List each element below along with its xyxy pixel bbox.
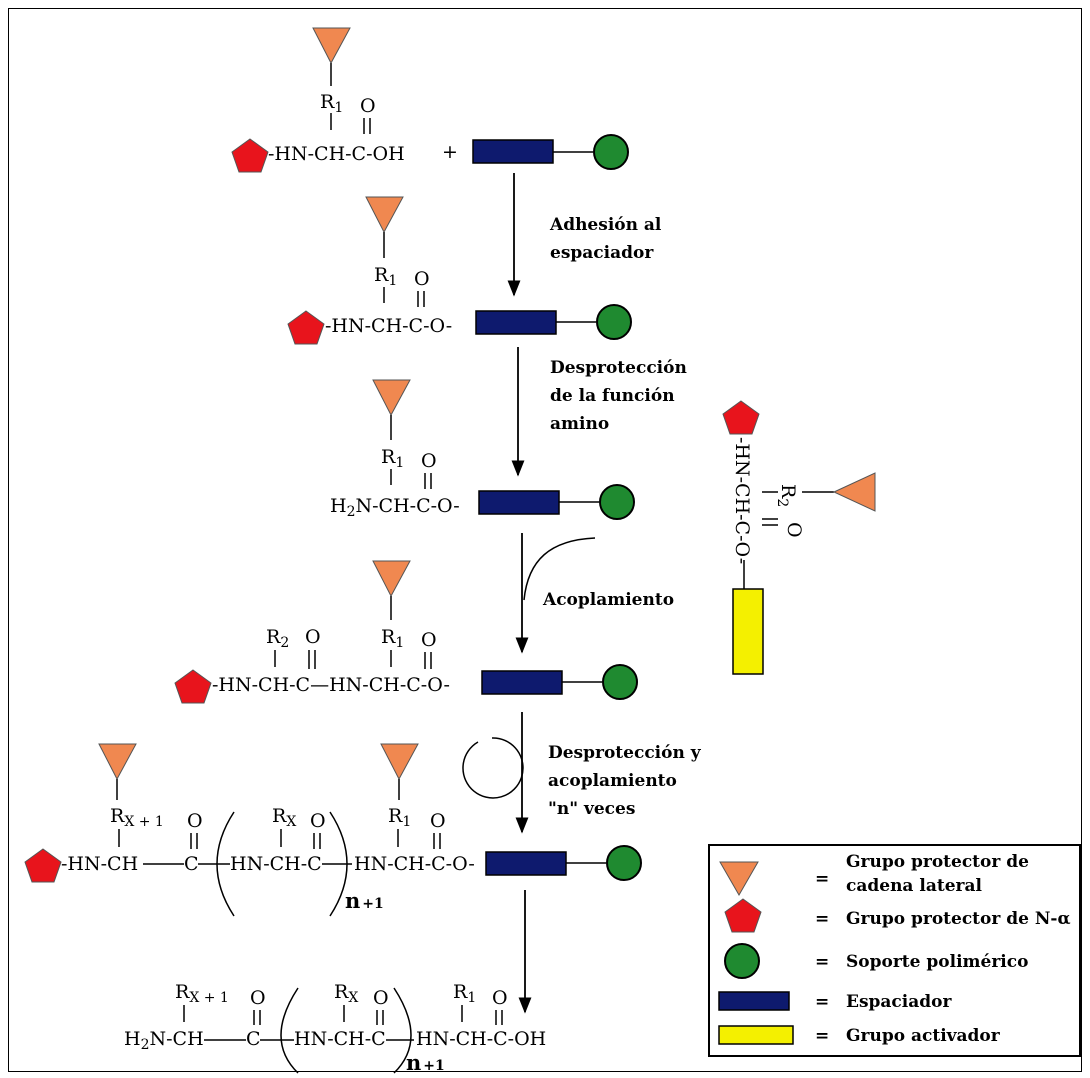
repeat-unit: HN-CH-C xyxy=(230,853,322,875)
incoming-activated-aa-curve xyxy=(523,537,596,601)
free-amine-formula: H2N-CH-C-O- xyxy=(330,495,460,520)
rx-label: RX xyxy=(334,981,358,1006)
activated-chain: -HN-CH-C-O- xyxy=(731,437,753,564)
row-2-anchored: R1 O -HN-CH-C-O- xyxy=(287,196,632,345)
legend: = Grupo protector de cadena lateral = Gr… xyxy=(708,844,1081,1057)
step-deprotect-line-3: amino xyxy=(550,414,609,434)
legend-triangle-icon xyxy=(719,861,759,897)
legend-label-side-chain-1: Grupo protector de xyxy=(846,852,1029,872)
carbonyl-o-label: O xyxy=(421,629,437,651)
row-6-free-peptide: RX + 1 O H2N-CH C RX O HN-CH-C n+1 R1 O … xyxy=(124,981,546,1075)
side-chain-protector-triangle-icon xyxy=(98,743,137,781)
n-alpha-protector-pentagon-icon xyxy=(174,669,212,704)
step-attach-line-2: espaciador xyxy=(550,243,654,263)
rx1-label: RX + 1 xyxy=(110,805,164,830)
c-fragment: C xyxy=(184,853,199,875)
step-deprotect-line-2: de la función xyxy=(550,386,675,406)
r1-label: R1 xyxy=(453,981,476,1006)
polymer-support-circle-icon xyxy=(602,664,638,700)
activated-r2-label: R2 xyxy=(774,484,799,507)
legend-label-spacer: Espaciador xyxy=(846,992,952,1012)
amino-acid-formula: -HN-CH-C-OH xyxy=(268,143,405,165)
carbonyl-o2-label: O xyxy=(305,626,321,648)
legend-label-side-chain-2: cadena lateral xyxy=(846,876,982,896)
legend-label-support: Soporte polimérico xyxy=(846,952,1028,972)
r1-label: R1 xyxy=(381,626,404,651)
c-terminal-fragment: HN-CH-C-O- xyxy=(354,853,475,875)
legend-activator-rect xyxy=(718,1025,794,1045)
n-alpha-protector-pentagon-icon xyxy=(287,310,325,345)
n-alpha-protector-pentagon-icon xyxy=(24,848,62,883)
r1-label: R1 xyxy=(381,446,404,471)
activated-o-label: O xyxy=(783,522,805,538)
n-terminus: H2N-CH xyxy=(124,1028,204,1053)
hn-ch-fragment: -HN-CH xyxy=(61,853,138,875)
r2-label: R2 xyxy=(266,626,289,651)
repeat-count: n+1 xyxy=(345,888,384,913)
svg-text:=: = xyxy=(815,1026,829,1046)
activated-amino-acid: -HN-CH-C-O- R2 O xyxy=(722,400,876,675)
r1-label: R1 xyxy=(374,264,397,289)
polymer-support-circle-icon xyxy=(606,845,642,881)
side-chain-protector-triangle-icon xyxy=(380,743,419,781)
plus-sign: + xyxy=(442,141,458,163)
step-repeat-line-1: Desprotección y xyxy=(548,743,702,763)
step-couple-line-1: Acoplamiento xyxy=(542,590,674,610)
row-4-dipeptide: R1 O R2 O -HN-CH-C—HN-CH-C-O- xyxy=(174,560,638,704)
carbonyl-o3-label: O xyxy=(430,810,446,832)
rx1-label: RX + 1 xyxy=(175,981,229,1006)
spacer-rectangle xyxy=(478,490,560,515)
legend-spacer-rect xyxy=(718,991,790,1011)
legend-pentagon-icon xyxy=(724,898,762,933)
n-alpha-protector-pentagon-icon xyxy=(231,138,269,173)
svg-text:=: = xyxy=(815,909,829,929)
n-alpha-protector-pentagon-icon xyxy=(722,400,760,435)
r1-label: R1 xyxy=(388,805,411,830)
polymer-support-circle-icon xyxy=(596,304,632,340)
carbonyl-o-label: O xyxy=(187,810,203,832)
carbonyl-o2-label: O xyxy=(310,810,326,832)
repeat-unit: HN-CH-C xyxy=(294,1028,386,1050)
legend-label-n-alpha: Grupo protector de N-α xyxy=(846,909,1071,929)
activator-rectangle xyxy=(732,588,764,675)
repeat-count: n+1 xyxy=(406,1050,445,1075)
step-deprotect-line-1: Desprotección xyxy=(550,358,687,378)
spacer-rectangle xyxy=(475,310,557,335)
svg-text:=: = xyxy=(815,869,829,889)
spacer-rectangle xyxy=(481,670,563,695)
rx-label: RX xyxy=(272,805,296,830)
carbonyl-o2-label: O xyxy=(373,987,389,1009)
side-chain-protector-triangle-icon xyxy=(372,560,411,598)
dipeptide-formula: -HN-CH-C—HN-CH-C-O- xyxy=(212,674,450,696)
c-fragment: C xyxy=(246,1028,261,1050)
r1-label: R1 xyxy=(320,91,343,116)
side-chain-protector-triangle-icon xyxy=(372,379,411,417)
carbonyl-o-label: O xyxy=(250,987,266,1009)
cycle-icon xyxy=(462,737,524,799)
polymer-support-circle-icon xyxy=(593,134,629,170)
side-chain-protector-triangle-icon xyxy=(365,196,404,234)
step-attach-line-1: Adhesión al xyxy=(549,215,662,235)
legend-label-activator: Grupo activador xyxy=(846,1026,1001,1046)
side-chain-protector-triangle-icon xyxy=(832,472,876,512)
carbonyl-o-label: O xyxy=(414,268,430,290)
row-5-peptide-on-resin: RX + 1 O -HN-CH C RX O HN-CH-C n+1 R1 O … xyxy=(24,743,642,917)
legend-circle-icon xyxy=(724,943,760,979)
row-3-deprotected: R1 O H2N-CH-C-O- xyxy=(330,379,635,520)
spacer-rectangle xyxy=(472,139,554,164)
carbonyl-o-label: O xyxy=(421,450,437,472)
row-1-starting-materials: R1 O -HN-CH-C-OH + xyxy=(231,27,629,173)
carbonyl-o-label: O xyxy=(360,95,376,117)
svg-text:=: = xyxy=(815,992,829,1012)
svg-text:=: = xyxy=(815,952,829,972)
spacer-rectangle xyxy=(485,851,567,876)
c-terminal-acid: HN-CH-C-OH xyxy=(416,1028,546,1050)
carbonyl-o3-label: O xyxy=(492,987,508,1009)
side-chain-protector-triangle-icon xyxy=(312,27,351,65)
step-repeat-line-2: acoplamiento xyxy=(548,771,677,791)
step-repeat-line-3: "n" veces xyxy=(548,799,635,819)
anchored-formula: -HN-CH-C-O- xyxy=(325,315,452,337)
polymer-support-circle-icon xyxy=(599,484,635,520)
